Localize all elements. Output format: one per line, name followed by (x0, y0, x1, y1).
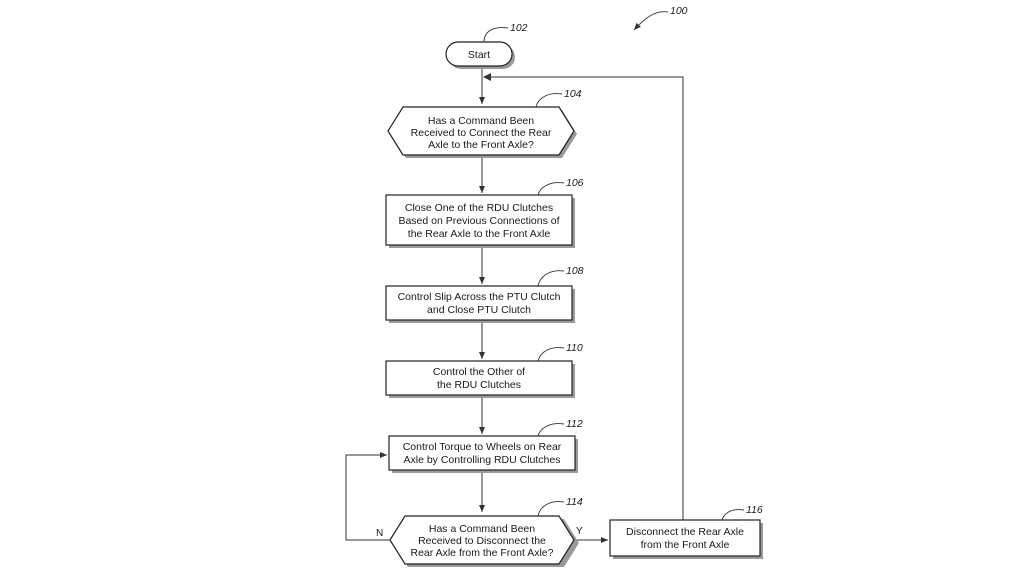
edge-116-to-q1-arrowhead (483, 73, 491, 81)
node-114: Has a Command Been Received to Disconnec… (389, 496, 583, 567)
figure-ref-100: 100 (633, 5, 688, 31)
process-106-line-2: Based on Previous Connections of (398, 215, 559, 227)
start-terminal (445, 41, 513, 67)
process-106-box (385, 194, 573, 246)
start-label: Start (468, 49, 490, 61)
ref-104-leader (535, 93, 563, 108)
process-108-line-1: Control Slip Across the PTU Clutch (398, 291, 561, 303)
node-112: Control Torque to Wheels on Rear Axle by… (388, 418, 583, 473)
process-110-box (385, 360, 573, 396)
ref-102-leader (483, 27, 509, 43)
process-116-box (609, 519, 761, 557)
ref-116-label: 116 (746, 504, 763, 516)
decision-104-line-3: Axle to the Front Axle? (428, 139, 534, 151)
ref-112-label: 112 (566, 418, 583, 430)
process-116-line-2: from the Front Axle (641, 539, 730, 551)
node-104: Has a Command Been Received to Connect t… (387, 88, 582, 158)
ref-114-leader (537, 501, 565, 517)
ref-106-leader (537, 182, 565, 196)
ref-106-label: 106 (566, 177, 584, 189)
process-112-line-2: Axle by Controlling RDU Clutches (404, 454, 561, 466)
ref-108-label: 108 (566, 265, 584, 277)
decision-114-line-2: Received to Disconnect the (418, 535, 546, 547)
process-110-line-1: Control the Other of (433, 366, 525, 378)
decision-104-line-2: Received to Connect the Rear (411, 127, 552, 139)
process-112-box (388, 435, 576, 471)
ref-116-leader (721, 509, 745, 521)
ref-112-leader (537, 423, 565, 437)
process-116-line-1: Disconnect the Rear Axle (626, 526, 744, 538)
edge-label-yes: Y (576, 526, 583, 537)
ref-102-label: 102 (510, 22, 528, 34)
node-108: Control Slip Across the PTU Clutch and C… (385, 265, 584, 323)
process-110-line-2: the RDU Clutches (437, 379, 521, 391)
process-112-line-1: Control Torque to Wheels on Rear (403, 441, 562, 453)
node-116: Disconnect the Rear Axle from the Front … (609, 504, 763, 559)
connectors: N Y (345, 67, 684, 543)
ref-108-leader (537, 270, 565, 287)
edge-q2-no-loop (345, 452, 390, 541)
figure-ref-label: 100 (670, 5, 688, 17)
decision-114-shape (389, 515, 575, 565)
decision-114-line-1: Has a Command Been (429, 523, 535, 535)
process-108-line-2: and Close PTU Clutch (427, 304, 531, 316)
process-108-box (385, 285, 573, 321)
process-106-line-1: Close One of the RDU Clutches (405, 202, 553, 214)
ref-110-leader (537, 347, 565, 362)
node-start: Start 102 (445, 22, 528, 69)
figure-ref-arrow (633, 11, 669, 31)
ref-104-label: 104 (564, 88, 582, 100)
edge-116-to-q1 (486, 76, 684, 520)
ref-110-label: 110 (566, 342, 583, 354)
node-110: Control the Other of the RDU Clutches 11… (385, 342, 583, 398)
decision-114-line-3: Rear Axle from the Front Axle? (411, 547, 554, 559)
decision-104-shape (387, 106, 575, 156)
node-106: Close One of the RDU Clutches Based on P… (385, 177, 584, 248)
ref-114-label: 114 (566, 496, 583, 508)
edge-label-no: N (376, 528, 383, 539)
decision-104-line-1: Has a Command Been (428, 115, 534, 127)
process-106-line-3: the Rear Axle to the Front Axle (408, 228, 551, 240)
